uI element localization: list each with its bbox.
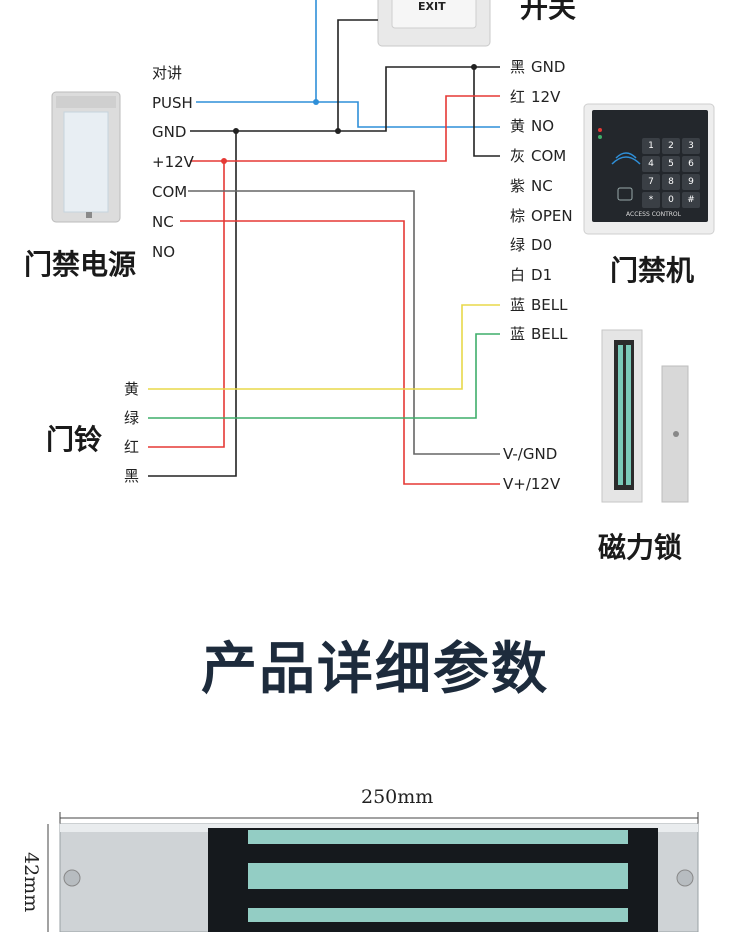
controller-terminal-label: 紫 NC <box>510 177 553 195</box>
keypad-key: 3 <box>682 138 700 154</box>
dimension-length: 250mm <box>361 786 434 808</box>
power-terminal-label: NO <box>152 243 176 261</box>
doorbell-title: 门铃 <box>46 423 103 456</box>
keypad-key: 4 <box>642 156 660 172</box>
wire-bell-green <box>148 333 500 419</box>
lock-terminal-label: V-/GND <box>503 445 558 463</box>
power-terminal-label: 对讲 <box>152 64 183 82</box>
keypad-key: 2 <box>662 138 680 154</box>
wire-gnd-black <box>190 19 378 132</box>
controller-terminal-label: 蓝 BELL <box>510 325 568 343</box>
exit-button-label: 开关 <box>520 0 577 24</box>
wire-bell-yellow <box>148 304 500 390</box>
exit-button-face-text: EXIT <box>418 0 446 13</box>
dimension-height: 42mm <box>20 852 42 913</box>
terminal-wire-color: 蓝 <box>510 325 526 344</box>
controller-terminal-label: 绿 D0 <box>510 236 552 254</box>
controller-terminal-label: 棕 OPEN <box>510 207 573 225</box>
bell-terminal-label: 黄 <box>124 380 140 398</box>
terminal-function: 12V <box>531 87 561 106</box>
power-terminal-label: PUSH <box>152 94 193 112</box>
terminal-function: NC <box>531 176 553 195</box>
wire-push-to-no <box>316 101 500 128</box>
terminal-function: BELL <box>531 325 568 344</box>
controller-terminal-label: 黄 NO <box>510 117 554 135</box>
terminal-wire-color: 紫 <box>510 176 526 195</box>
access-controller-title: 门禁机 <box>610 254 695 287</box>
wire-gnd-to-controller <box>338 66 500 132</box>
terminal-wire-color: 棕 <box>510 206 526 225</box>
terminal-wire-color: 蓝 <box>510 295 526 314</box>
exit-button-image <box>377 0 491 47</box>
controller-terminal-label: 灰 COM <box>510 147 566 165</box>
terminal-wire-color: 黑 <box>510 58 526 76</box>
wire-12v-red <box>190 95 500 162</box>
wire-push-blue <box>196 0 317 103</box>
controller-terminal-label: 白 D1 <box>510 266 552 284</box>
terminal-wire-color: 黄 <box>510 117 526 136</box>
terminal-wire-color: 灰 <box>510 147 526 166</box>
lock-terminal-label: V+/12V <box>503 475 561 493</box>
keypad-key: 8 <box>662 174 680 190</box>
keypad-key: 6 <box>682 156 700 172</box>
bell-terminal-label: 红 <box>124 438 140 456</box>
section-title: 产品详细参数 <box>201 637 549 702</box>
keypad-key: 7 <box>642 174 660 190</box>
wire-com <box>188 190 500 455</box>
controller-terminal-label: 黑 GND <box>510 58 565 76</box>
controller-panel-text: ACCESS CONTROL <box>626 211 681 218</box>
terminal-wire-color: 绿 <box>510 236 526 255</box>
bell-terminal-label: 绿 <box>124 409 140 427</box>
keypad-key: 1 <box>642 138 660 154</box>
terminal-function: GND <box>531 58 566 76</box>
keypad-key: 0 <box>662 192 680 208</box>
power-terminal-label: COM <box>152 183 188 201</box>
keypad-key: 5 <box>662 156 680 172</box>
magnetic-lock-title: 磁力锁 <box>598 531 683 564</box>
controller-terminal-label: 红 12V <box>510 88 560 106</box>
terminal-wire-color: 白 <box>510 265 526 284</box>
terminal-function: D1 <box>531 265 553 284</box>
wire-12v-to-bell <box>148 161 225 448</box>
power-terminal-label: GND <box>152 123 187 141</box>
terminal-wire-color: 红 <box>510 87 526 106</box>
keypad-key: * <box>642 192 660 208</box>
keypad-key: 9 <box>682 174 700 190</box>
terminal-function: BELL <box>531 295 568 314</box>
power-supply-image <box>51 91 121 223</box>
controller-terminal-label: 蓝 BELL <box>510 296 568 314</box>
wiring-lines <box>51 0 715 503</box>
power-supply-title: 门禁电源 <box>24 248 137 281</box>
magnetic-lock-image <box>601 329 689 503</box>
keypad-key: # <box>682 192 700 208</box>
bell-terminal-label: 黑 <box>124 467 140 485</box>
wire-gnd-to-bell <box>148 131 237 477</box>
power-terminal-label: NC <box>152 213 174 231</box>
terminal-function: OPEN <box>531 206 573 225</box>
power-terminal-label: +12V <box>152 153 194 171</box>
terminal-function: NO <box>531 117 555 136</box>
wire-nc <box>180 220 500 485</box>
terminal-function: COM <box>531 147 567 166</box>
terminal-function: D0 <box>531 236 553 255</box>
lock-dimension-drawing <box>47 812 699 932</box>
